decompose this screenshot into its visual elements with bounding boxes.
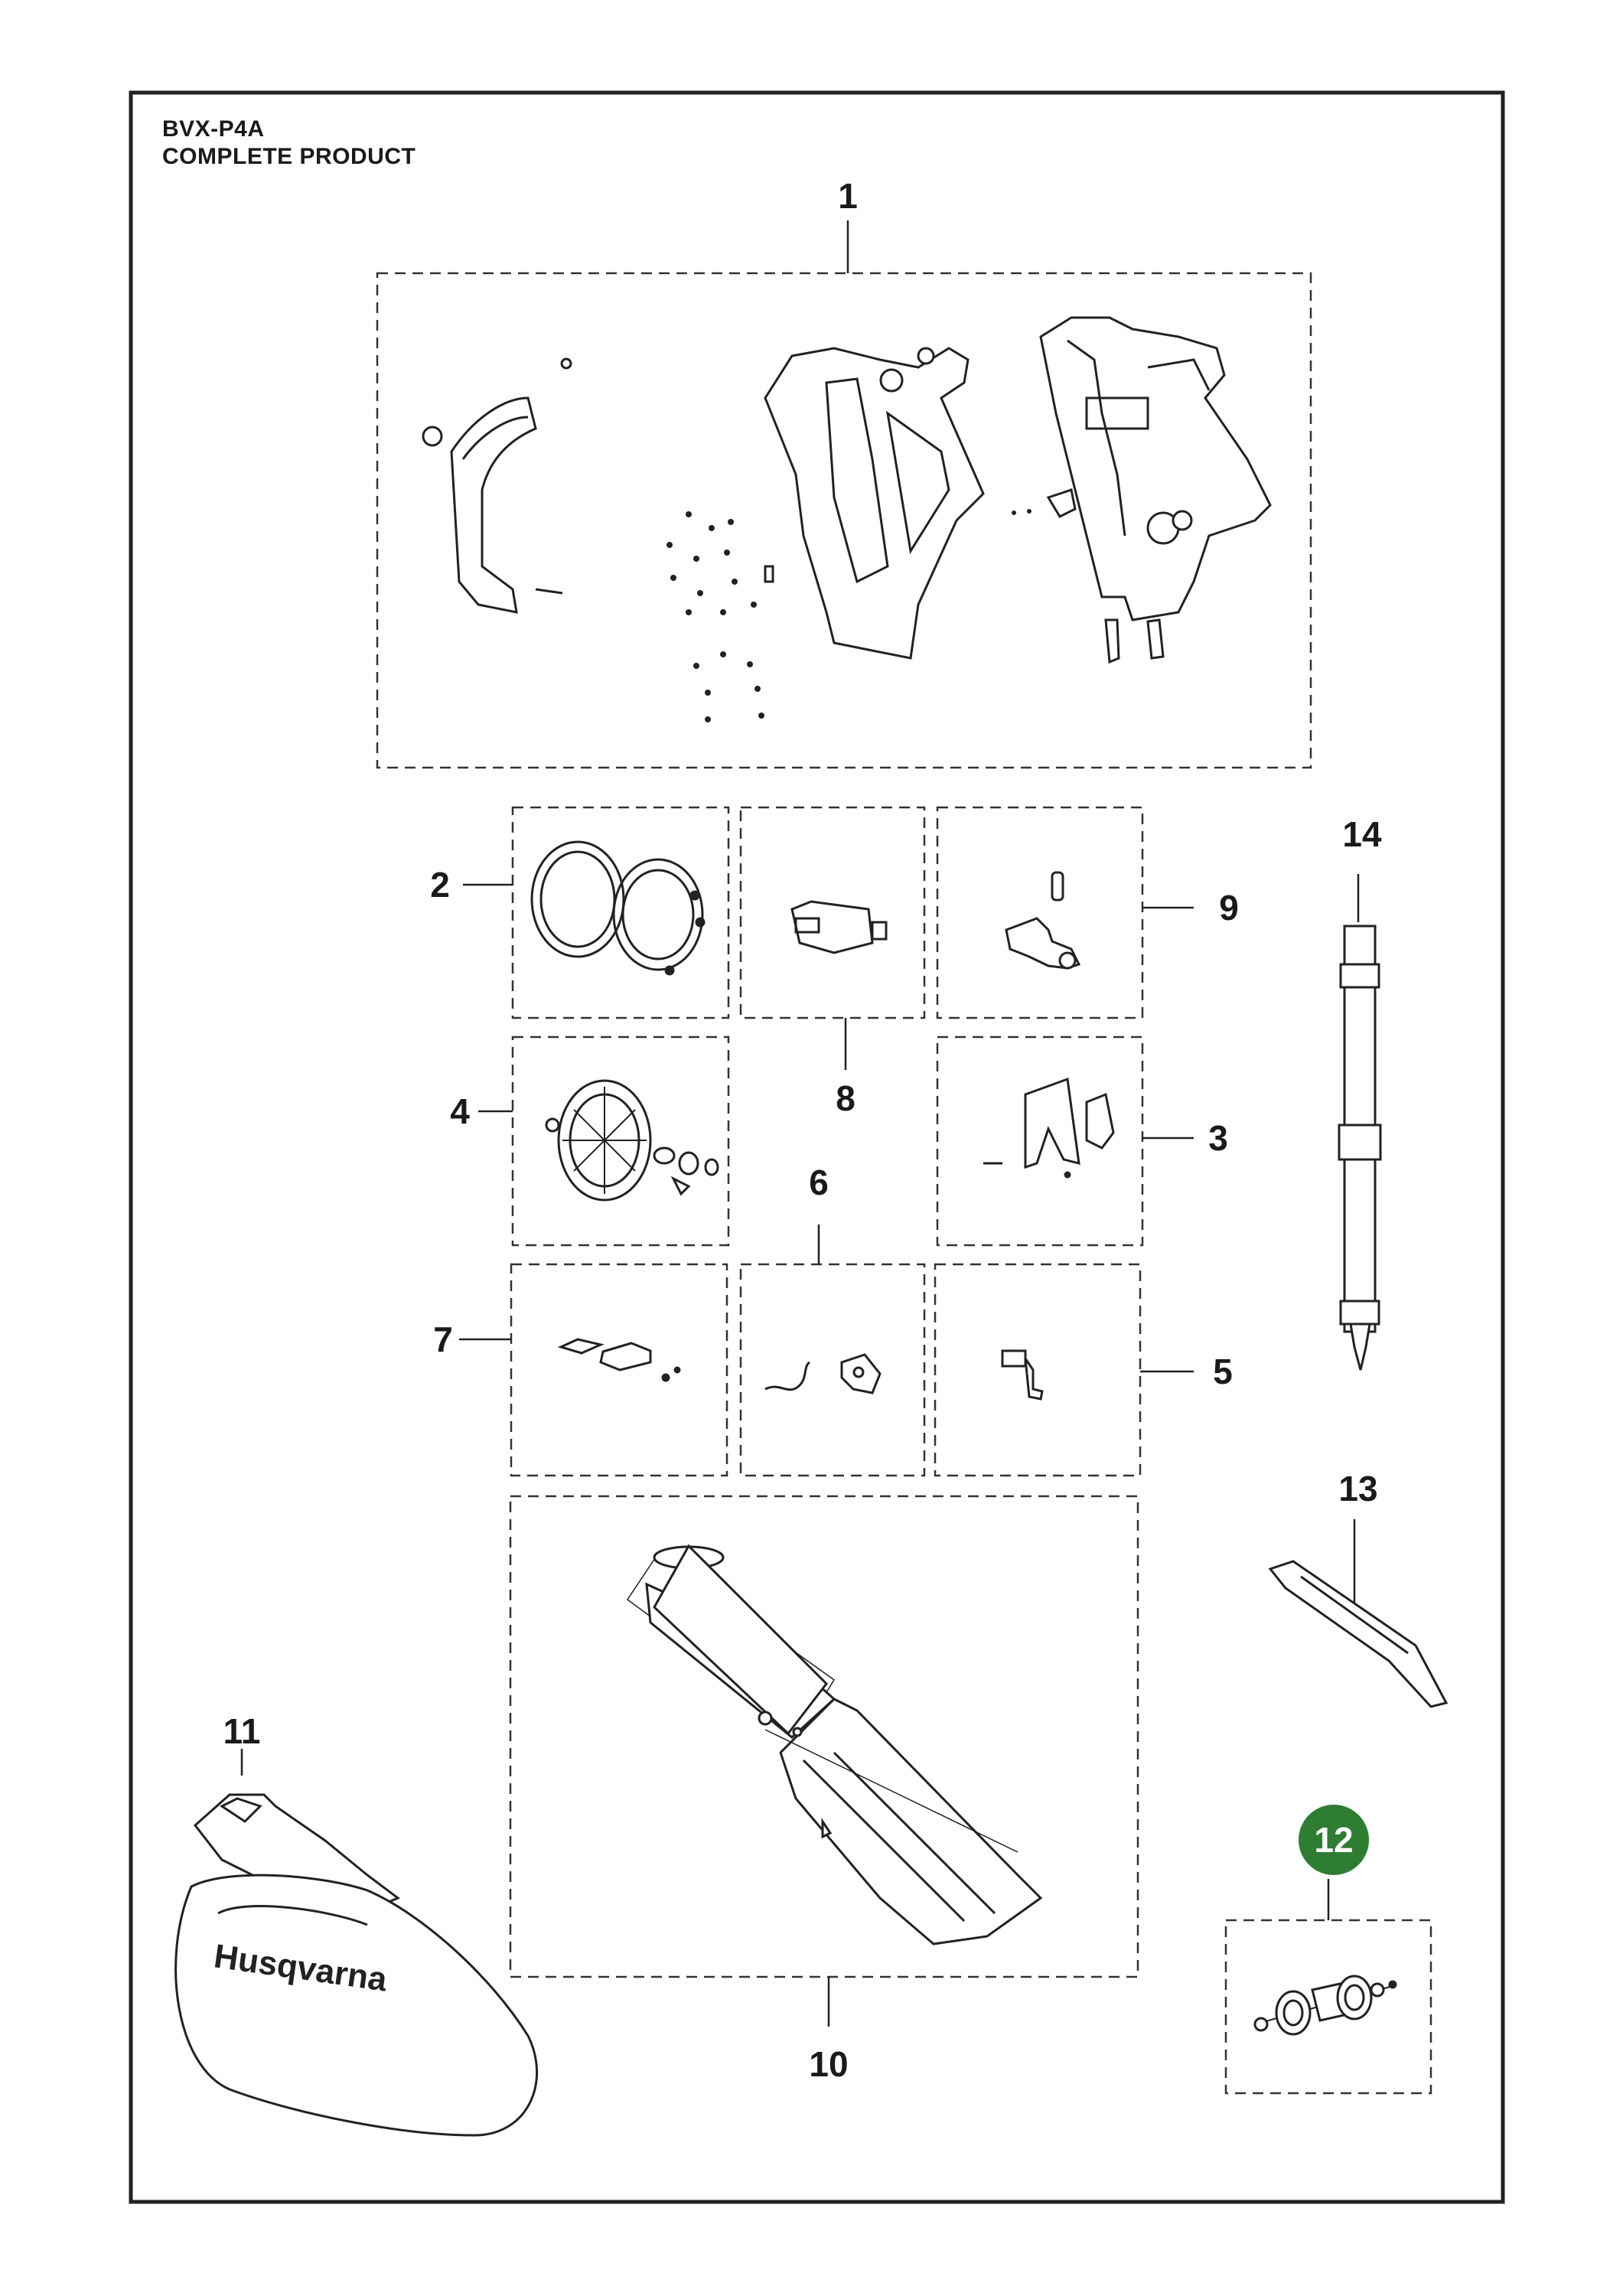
callout-13: 13 [1338, 1469, 1378, 1508]
cable-tie [1268, 1560, 1449, 1708]
callout-7: 7 [433, 1319, 453, 1359]
group-box-12 [1224, 1919, 1432, 2095]
callout-3: 3 [1208, 1118, 1228, 1158]
page-subtitle: COMPLETE PRODUCT [162, 144, 416, 169]
housing-assembly [422, 316, 1272, 664]
fan-impeller [545, 1079, 719, 1202]
callout-8: 8 [836, 1078, 855, 1118]
shoulder-strap [1338, 925, 1382, 1371]
callout-14: 14 [1342, 814, 1382, 854]
callout-9: 9 [1219, 888, 1239, 928]
callout-5: 5 [1213, 1352, 1233, 1391]
group-box-8 [739, 806, 926, 1019]
tube-assembly [626, 1544, 1043, 1945]
group-box-7 [510, 1263, 728, 1477]
group-box-10 [509, 1495, 1139, 1978]
group-box-2 [511, 806, 730, 1019]
switch-part [790, 900, 888, 954]
filter-rings [530, 840, 706, 976]
callout-2: 2 [430, 865, 450, 905]
callout-10: 10 [809, 2044, 849, 2084]
group-box-5 [934, 1263, 1142, 1477]
collection-bag: Husqvarna [174, 1793, 539, 2137]
group-box-6 [739, 1263, 926, 1477]
group-box-1 [376, 272, 1312, 769]
screws [666, 509, 1031, 722]
callout-12-highlighted[interactable]: 12 [1299, 1805, 1369, 1875]
group-box-4 [511, 1035, 730, 1247]
group-box-9 [936, 806, 1144, 1019]
spring-bracket [764, 1353, 882, 1394]
callout-11: 11 [223, 1711, 261, 1751]
wheel-assembly [1253, 1975, 1397, 2036]
latch-part [983, 1077, 1115, 1179]
page-frame [129, 90, 1505, 2204]
callout-4: 4 [450, 1091, 470, 1131]
trigger-part [1005, 871, 1081, 970]
plate-parts [557, 1338, 681, 1382]
callout-1: 1 [838, 176, 858, 216]
callout-6: 6 [809, 1163, 829, 1202]
group-box-3 [936, 1035, 1144, 1247]
model-title: BVX-P4A [162, 116, 265, 142]
connector-part [1001, 1349, 1044, 1401]
